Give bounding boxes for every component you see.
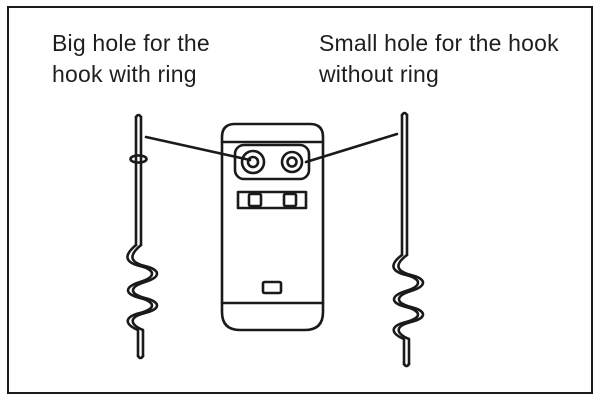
small-hole-label: Small hole for the hook without ring [319, 30, 559, 87]
hook-without-ring [392, 111, 425, 368]
device-body [220, 122, 325, 332]
right-clip [282, 192, 298, 208]
leader-line-big-hole [144, 135, 252, 162]
left-clip [247, 192, 263, 208]
big-hole-label: Big hole for the hook with ring [52, 30, 210, 87]
leader-line-small-hole [304, 132, 399, 164]
big-hole [240, 149, 266, 175]
small-hole [280, 150, 304, 174]
hook-with-ring [126, 113, 159, 360]
